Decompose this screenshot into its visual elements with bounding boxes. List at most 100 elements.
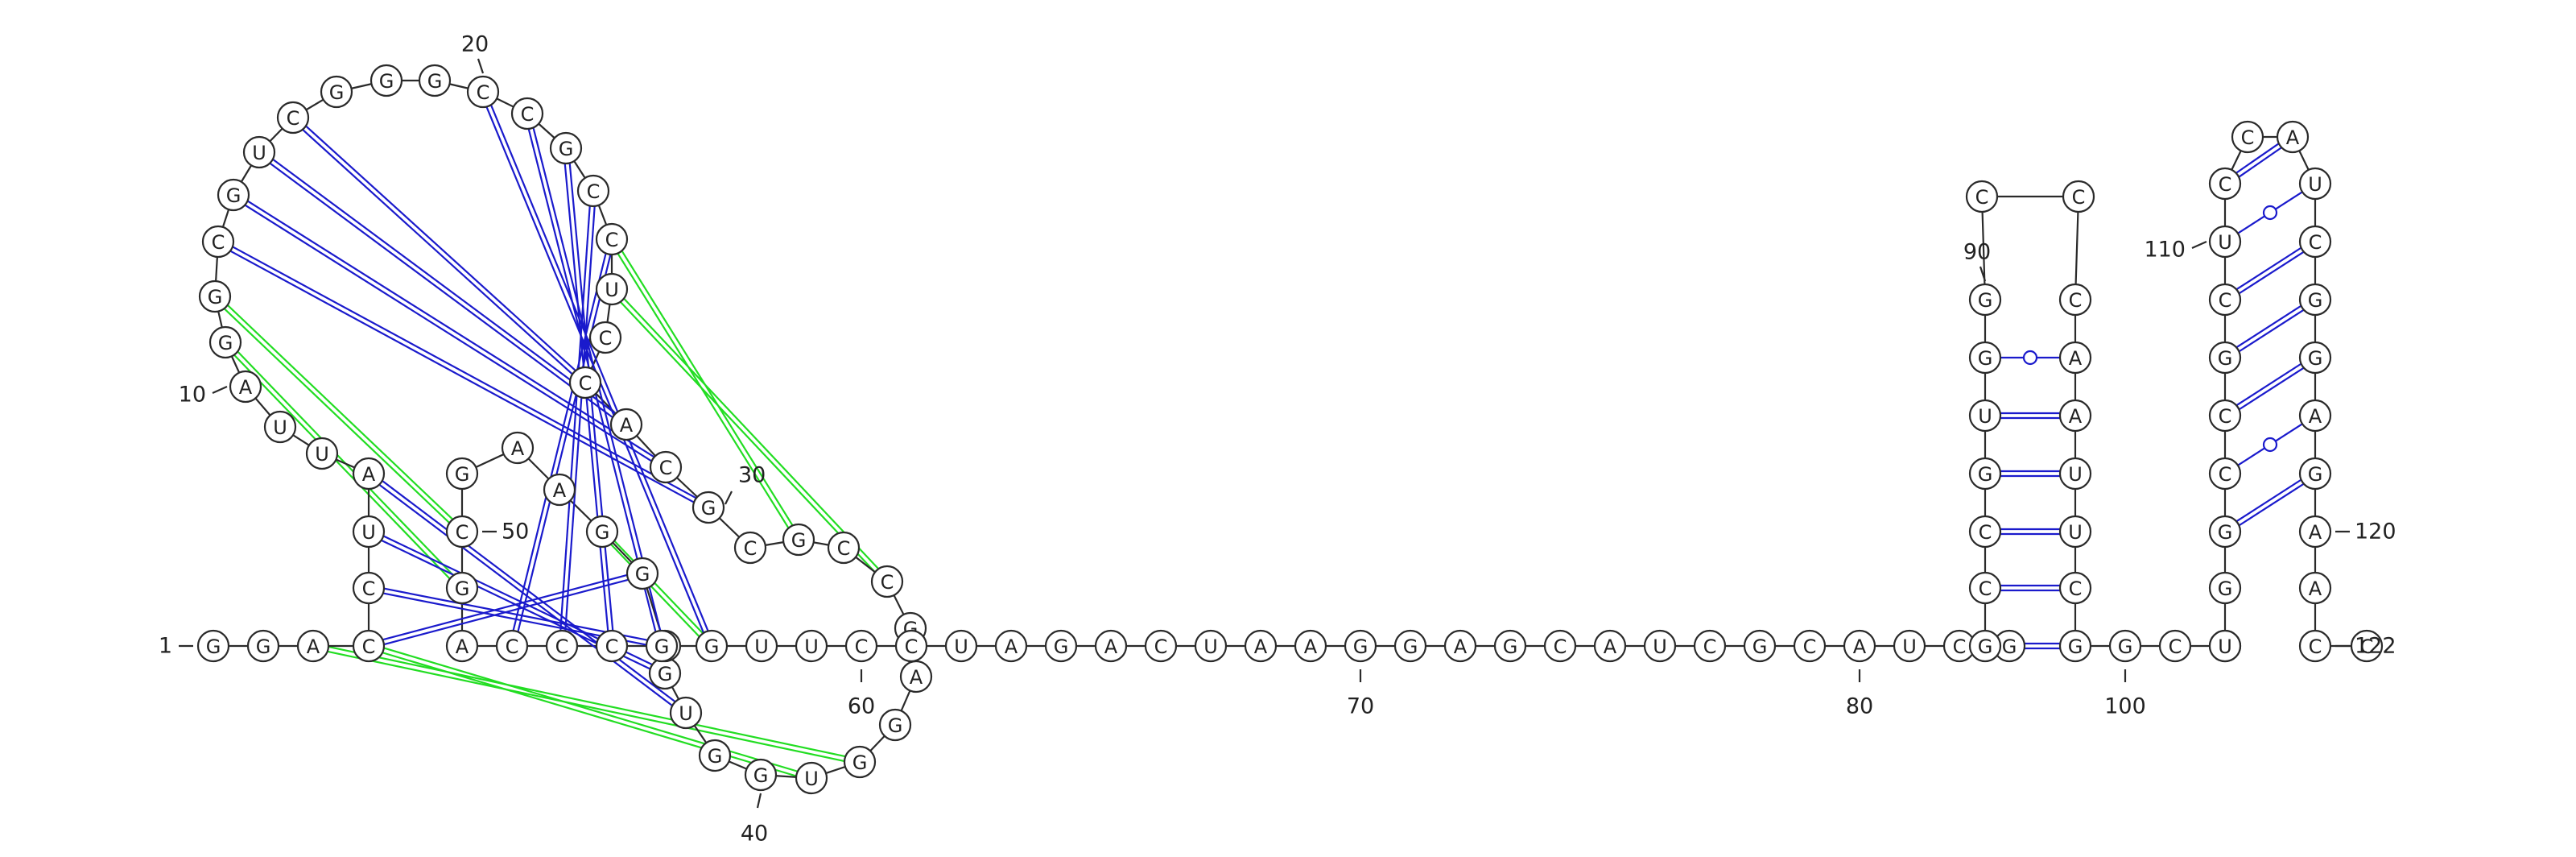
nucleotide-letter: G	[2308, 289, 2323, 312]
base-pair-line	[272, 159, 617, 415]
nucleotide-circle	[1743, 629, 1777, 663]
nucleotide-43: G	[648, 656, 682, 690]
nucleotide-circle	[2058, 515, 2092, 549]
nucleotide-2: G	[246, 629, 280, 663]
nucleotide-circle	[894, 629, 928, 663]
nucleotide-58: U	[745, 629, 778, 663]
nucleotide-letter: U	[2068, 521, 2083, 544]
base-pair-line	[2239, 482, 2305, 527]
nucleotide-20: C	[466, 75, 500, 109]
nucleotide-circle	[1294, 629, 1327, 663]
nucleotide-circle	[843, 745, 877, 779]
nucleotide-114: U	[2298, 167, 2332, 201]
nucleotide-36: A	[899, 660, 933, 693]
nucleotide-circle	[1044, 629, 1078, 663]
tertiary-pair-line	[613, 237, 802, 539]
base-pair-line	[517, 254, 612, 632]
nucleotide-letter: A	[1104, 636, 1118, 658]
nucleotide-letter: U	[2308, 173, 2322, 196]
position-tick	[724, 491, 733, 505]
tertiary-pair-line	[313, 642, 861, 761]
nucleotide-89: G	[1968, 341, 2002, 375]
nucleotide-letter: A	[2309, 405, 2322, 428]
nucleotide-circle	[276, 101, 310, 135]
nucleotide-24: C	[595, 222, 629, 256]
nucleotide-28: A	[609, 408, 643, 441]
nucleotide-circle	[445, 629, 479, 663]
nucleotide-circle	[2058, 283, 2092, 317]
nucleotide-circle	[870, 565, 904, 598]
nucleotide-circle	[795, 629, 828, 663]
position-label-70: 70	[1347, 694, 1374, 719]
nucleotide-22: G	[549, 131, 583, 165]
nucleotide-letter: C	[605, 229, 619, 251]
nucleotide-letter: C	[2069, 289, 2083, 312]
position-label-20: 20	[461, 32, 489, 57]
nucleotide-circle	[1593, 629, 1627, 663]
position-tick	[212, 385, 228, 395]
nucleotide-circle	[201, 225, 235, 259]
nucleotide-circle	[2058, 629, 2092, 663]
nucleotide-circle	[495, 629, 529, 663]
nucleotide-104: G	[2208, 571, 2242, 605]
base-pair-line	[2235, 143, 2280, 174]
position-label-50: 50	[502, 520, 529, 544]
tertiary-pair-line	[613, 287, 890, 581]
nucleotide-circle	[2058, 457, 2092, 491]
nucleotide-circle	[2208, 399, 2242, 433]
nucleotide-circle	[217, 178, 250, 212]
nucleotide-letter: U	[804, 768, 819, 790]
nucleotide-16: C	[276, 101, 310, 135]
nucleotide-121: A	[2298, 571, 2332, 605]
nucleotide-39: U	[795, 761, 828, 795]
nucleotide-circle	[296, 629, 330, 663]
nucleotide-57: G	[695, 629, 729, 663]
nucleotide-circle	[445, 515, 479, 549]
nucleotide-107: C	[2208, 399, 2242, 433]
nucleotide-letter: C	[1154, 636, 1168, 658]
nucleotide-46: G	[585, 515, 619, 549]
nucleotide-letter: A	[2309, 578, 2322, 600]
nucleotide-circle	[745, 629, 778, 663]
nucleotide-letter: G	[226, 184, 242, 207]
nucleotide-90: G	[1968, 283, 2002, 317]
base-pair-line	[2239, 250, 2305, 295]
nucleotide-75: A	[1593, 629, 1627, 663]
nucleotide-letter: G	[427, 70, 443, 93]
nucleotide-13: C	[201, 225, 235, 259]
nucleotide-circle	[501, 431, 535, 465]
nucleotide-letter: C	[605, 636, 619, 658]
nucleotide-letter: U	[315, 443, 329, 466]
nucleotide-18: G	[369, 64, 403, 97]
nucleotide-71: G	[1393, 629, 1427, 663]
nucleotide-letter: G	[379, 70, 394, 93]
nucleotide-circle	[543, 473, 576, 507]
nucleotide-65: A	[1094, 629, 1128, 663]
nucleotide-120: A	[2298, 515, 2332, 549]
nucleotide-letter: G	[708, 745, 723, 768]
nucleotide-letter: G	[753, 764, 769, 787]
nucleotide-letter: G	[1503, 636, 1518, 658]
nucleotide-circle	[1244, 629, 1278, 663]
nucleotide-circle	[369, 64, 403, 97]
nucleotide-letter: A	[456, 636, 469, 658]
nucleotide-95: A	[2058, 399, 2092, 433]
nucleotide-circle	[2058, 341, 2092, 375]
nucleotide-68: A	[1244, 629, 1278, 663]
nucleotide-letter: G	[2308, 463, 2323, 486]
wobble-pair-marker	[2022, 350, 2038, 366]
nucleotide-letter: C	[881, 571, 894, 594]
backbone	[213, 79, 2367, 780]
nucleotide-letter: G	[2002, 636, 2017, 658]
nucleotide-42: U	[669, 696, 703, 730]
nucleotide-72: A	[1443, 629, 1477, 663]
nucleotide-letter: G	[1353, 636, 1368, 658]
nucleotide-circle	[795, 761, 828, 795]
nucleotide-10: A	[229, 370, 262, 404]
nucleotide-59: U	[795, 629, 828, 663]
nucleotide-letter: G	[888, 714, 903, 737]
nucleotide-circle	[2208, 571, 2242, 605]
position-label-30: 30	[738, 463, 766, 488]
nucleotide-41: G	[698, 739, 732, 772]
